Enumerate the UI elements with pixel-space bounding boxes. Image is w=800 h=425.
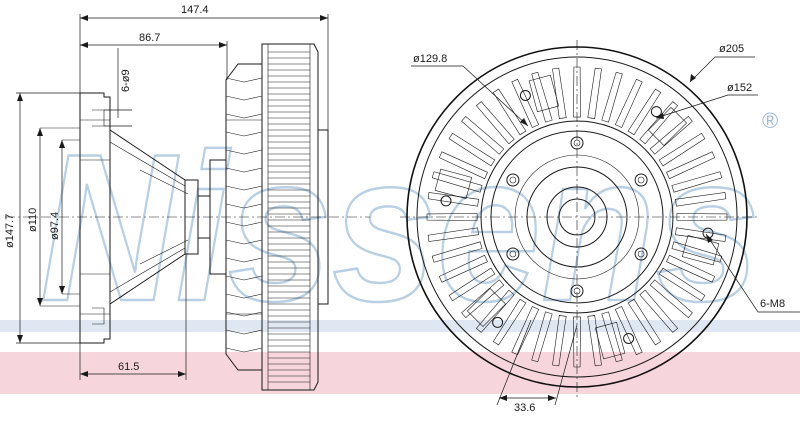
- front-view: ø129.8 ø205 ø152 6-M8 33.6: [400, 40, 800, 414]
- dim-bore-diameter: ø97.4: [49, 212, 61, 240]
- watermark: Nissens ®: [0, 108, 800, 394]
- dim-flange-depth: 61.5: [118, 361, 139, 373]
- dim-thread-holes: 6-M8: [760, 298, 785, 310]
- dim-pilot-diameter: ø110: [27, 208, 39, 232]
- dim-overall-diameter: ø147.7: [4, 214, 16, 248]
- dim-bolt-circle: ø129.8: [413, 53, 447, 65]
- dim-bolt-holes-side: 6-ø9: [120, 69, 132, 92]
- watermark-blue-stripe: [0, 320, 800, 332]
- watermark-registered-mark: ®: [762, 108, 778, 133]
- watermark-brand: Nissens: [40, 110, 760, 345]
- dim-fan-bolt-circle: ø152: [727, 82, 752, 94]
- watermark-pink-band: [0, 352, 800, 394]
- side-view: 147.4 86.7 6-ø9 ø147.7 ø110 ø97.4 61.5: [4, 4, 370, 391]
- dim-flange-to-center: 86.7: [139, 32, 160, 44]
- dim-overall-length: 147.4: [181, 4, 209, 16]
- dim-hole-spacing: 33.6: [514, 402, 535, 414]
- dim-fan-diameter: ø205: [719, 43, 744, 55]
